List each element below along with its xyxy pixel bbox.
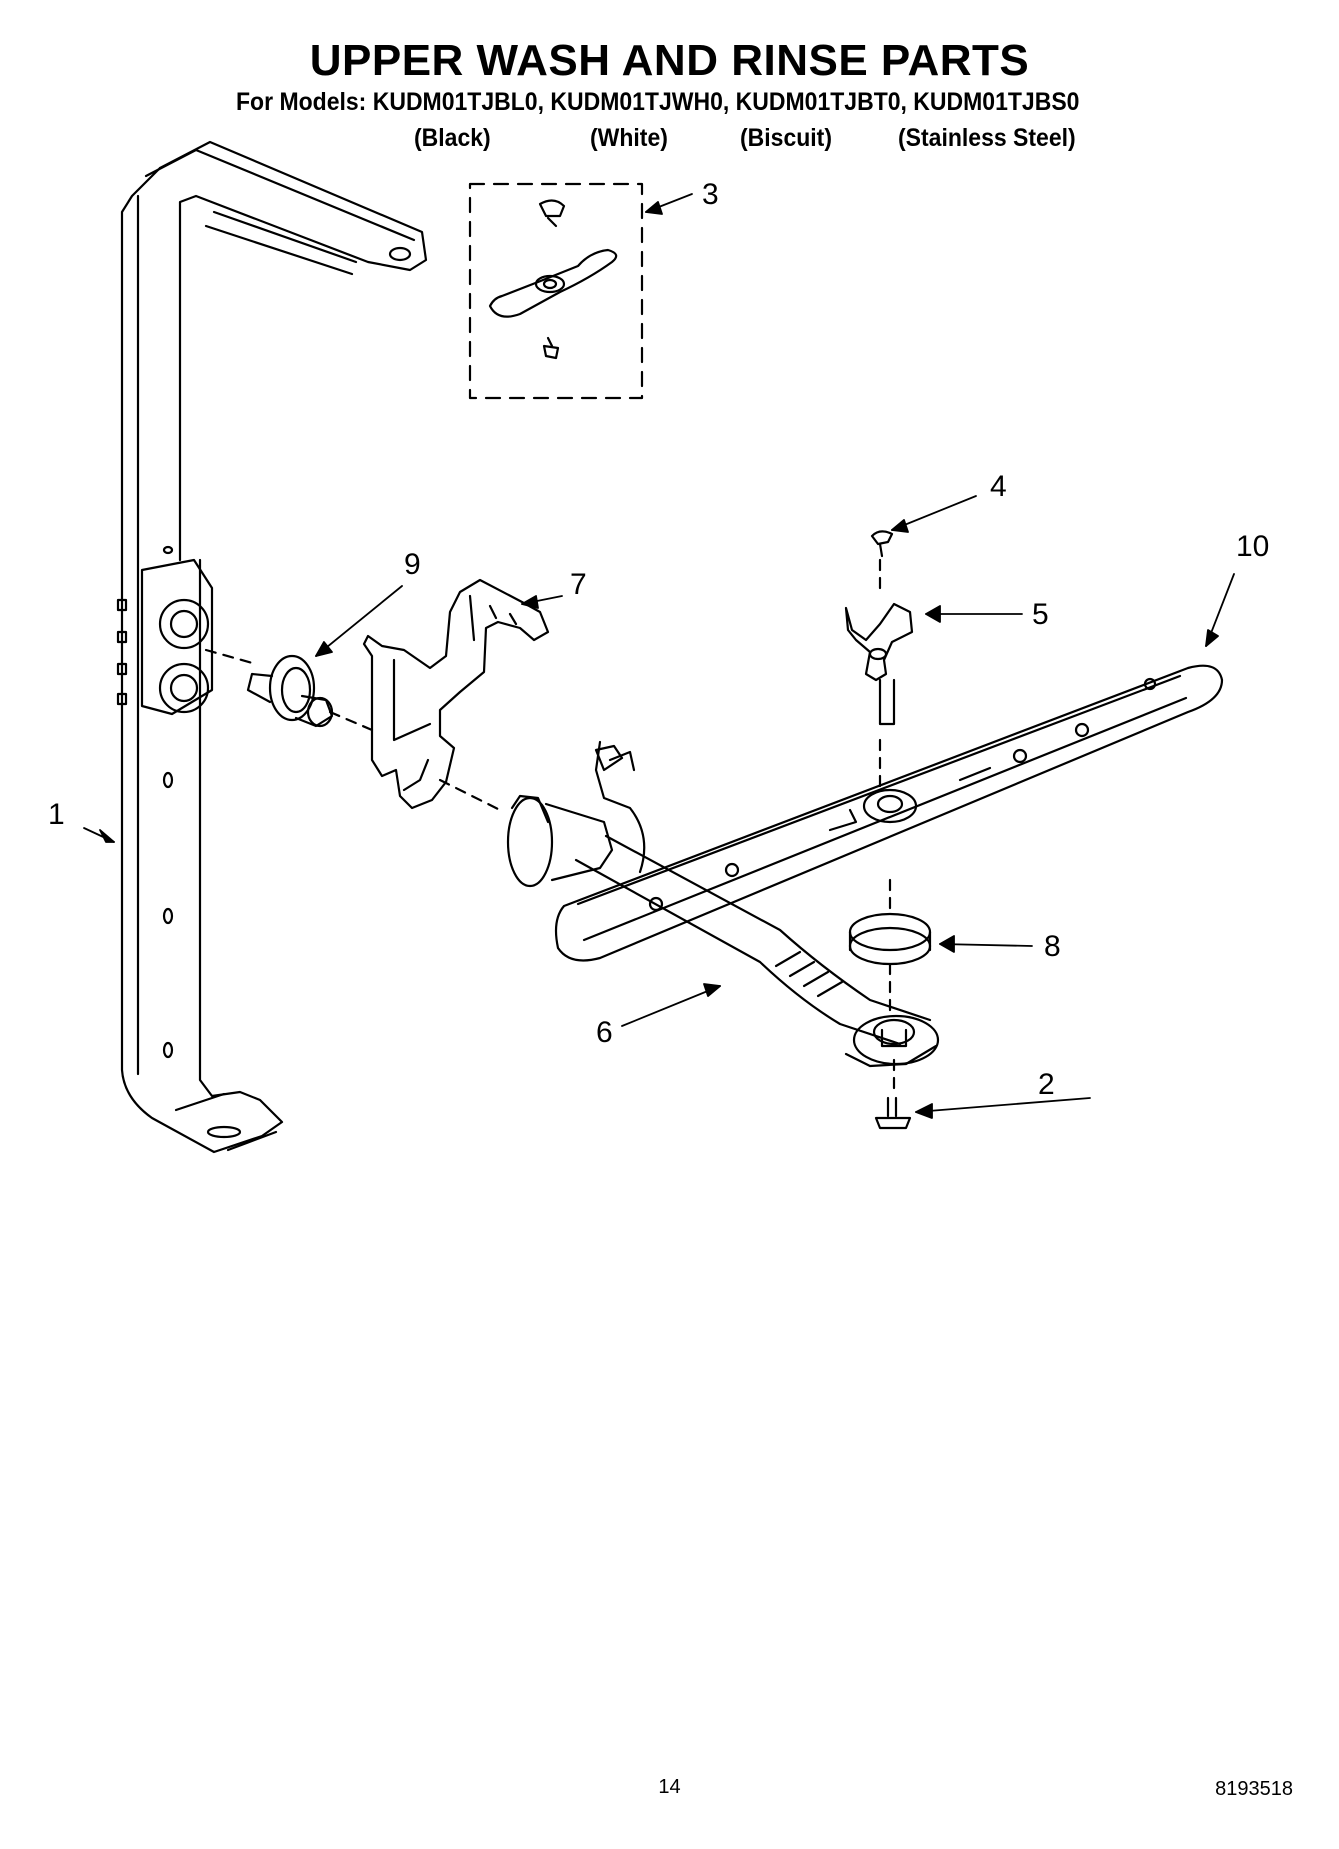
document-number: 8193518 [1215, 1778, 1293, 1800]
bracket-part-7 [362, 578, 550, 810]
seal-ring-part-8 [848, 912, 932, 966]
screw-part-2 [874, 1096, 912, 1130]
supply-tube-part-1 [116, 140, 428, 1154]
callout-2: 2 [1038, 1068, 1055, 1101]
nozzle-kit-part-3 [468, 182, 644, 400]
callout-8: 8 [1044, 930, 1061, 963]
callout-5: 5 [1032, 598, 1049, 631]
hub-bracket-part-5 [844, 602, 914, 726]
color-biscuit: (Biscuit) [740, 124, 832, 152]
color-stainless-steel: (Stainless Steel) [898, 124, 1076, 152]
page-title: UPPER WASH AND RINSE PARTS [309, 36, 1030, 85]
color-black: (Black) [414, 124, 491, 152]
page-number: 14 [658, 1776, 681, 1798]
callout-1: 1 [48, 798, 65, 831]
port-seal-part-9 [246, 654, 334, 728]
manifold-part-6 [506, 740, 940, 1068]
callout-9: 9 [404, 548, 421, 581]
spray-arm-part-10 [554, 664, 1224, 962]
color-white: (White) [590, 124, 668, 152]
assembly-lines [204, 558, 896, 1098]
models-line: For Models: KUDM01TJBL0, KUDM01TJWH0, KU… [236, 88, 1080, 116]
callout-6: 6 [596, 1016, 613, 1049]
screw-part-4 [870, 530, 894, 558]
callout-labels: 1 2 3 4 5 6 7 8 9 10 [48, 178, 1269, 1101]
callout-7: 7 [570, 568, 587, 601]
leader-arrows [83, 193, 1235, 1119]
callout-3: 3 [702, 178, 719, 211]
callout-4: 4 [990, 470, 1007, 503]
callout-10: 10 [1236, 530, 1269, 563]
